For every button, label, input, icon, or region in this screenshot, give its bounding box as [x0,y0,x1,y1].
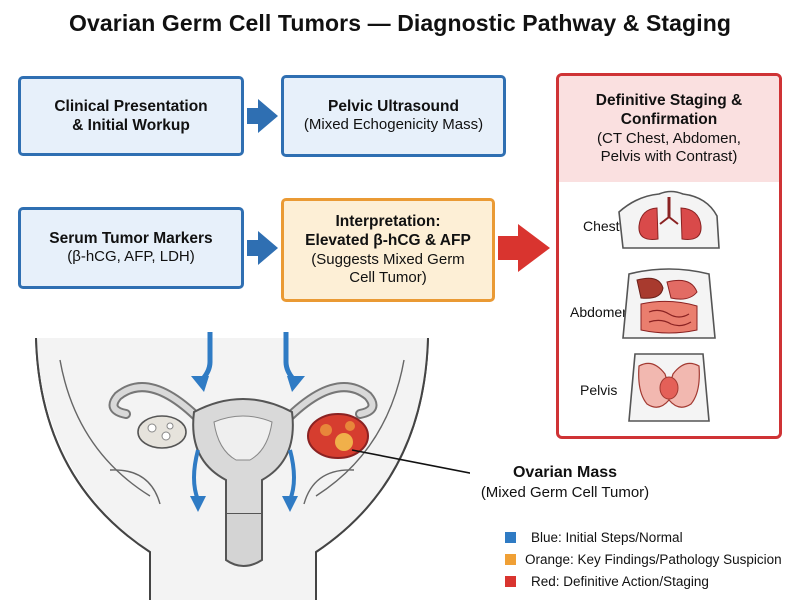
legend-item-red: Red: Definitive Action/Staging [505,574,709,589]
ultrasound-line2: (Mixed Echogenicity Mass) [303,116,484,134]
staging-organ-illustrations [618,190,720,422]
diagram-title: Ovarian Germ Cell Tumors — Diagnostic Pa… [69,10,731,36]
serum-markers-box: Serum Tumor Markers (β-hCG, AFP, LDH) [18,207,244,289]
interp-line1: Interpretation: [335,212,441,230]
chest-illustration [618,190,720,249]
ovarian-mass-callout: Ovarian Mass (Mixed Germ Cell Tumor) [470,464,660,501]
legend-swatch-orange [505,554,516,565]
staging-panel: Definitive Staging & Confirmation (CT Ch… [556,73,782,439]
staging-header: Definitive Staging & Confirmation (CT Ch… [559,76,779,182]
callout-line2: (Mixed Germ Cell Tumor) [480,484,650,501]
organ-label-abdomen: Abdomen [570,304,630,320]
clinical-line2: & Initial Workup [72,117,190,134]
staging-line1: Definitive Staging & [595,91,743,109]
interp-line3: (Suggests Mixed Germ [311,250,465,268]
organ-label-chest: Chest [583,218,620,234]
callout-line1: Ovarian Mass [512,464,618,481]
legend-text-orange: Orange: Key Findings/Pathology Suspicion [525,552,782,567]
arrow-interpretation-to-staging [498,224,550,272]
markers-line2: (β-hCG, AFP, LDH) [67,248,195,266]
markers-line1: Serum Tumor Markers [49,229,213,247]
legend-swatch-red [505,576,516,587]
legend-text-blue: Blue: Initial Steps/Normal [531,530,683,545]
ovarian-mass-icon [307,413,369,459]
uterus-ovary-illustration [35,332,470,600]
staging-line2: Confirmation [620,111,718,129]
legend-text-red: Red: Definitive Action/Staging [531,574,709,589]
staging-line4: Pelvis with Contrast) [600,148,738,166]
interpretation-box: Interpretation: Elevated β-hCG & AFP (Su… [281,198,495,302]
abdomen-illustration [622,268,716,339]
organ-label-pelvis: Pelvis [580,382,618,398]
pelvic-ultrasound-box: Pelvic Ultrasound (Mixed Echogenicity Ma… [281,75,506,157]
ultrasound-line1: Pelvic Ultrasound [328,97,459,115]
legend-item-blue: Blue: Initial Steps/Normal [505,530,683,545]
interp-line4: Cell Tumor) [349,269,427,287]
staging-line3: (CT Chest, Abdomen, [597,129,741,147]
legend-swatch-blue [505,532,516,543]
arrow-clinical-to-ultrasound [247,99,278,133]
pelvis-illustration [628,353,710,422]
clinical-presentation-box: Clinical Presentation & Initial Workup [18,76,244,156]
arrow-markers-to-interpretation [247,231,278,265]
interp-line2: Elevated β-hCG & AFP [305,232,471,250]
legend-item-orange: Orange: Key Findings/Pathology Suspicion [505,552,782,567]
clinical-line1: Clinical Presentation [54,97,208,115]
